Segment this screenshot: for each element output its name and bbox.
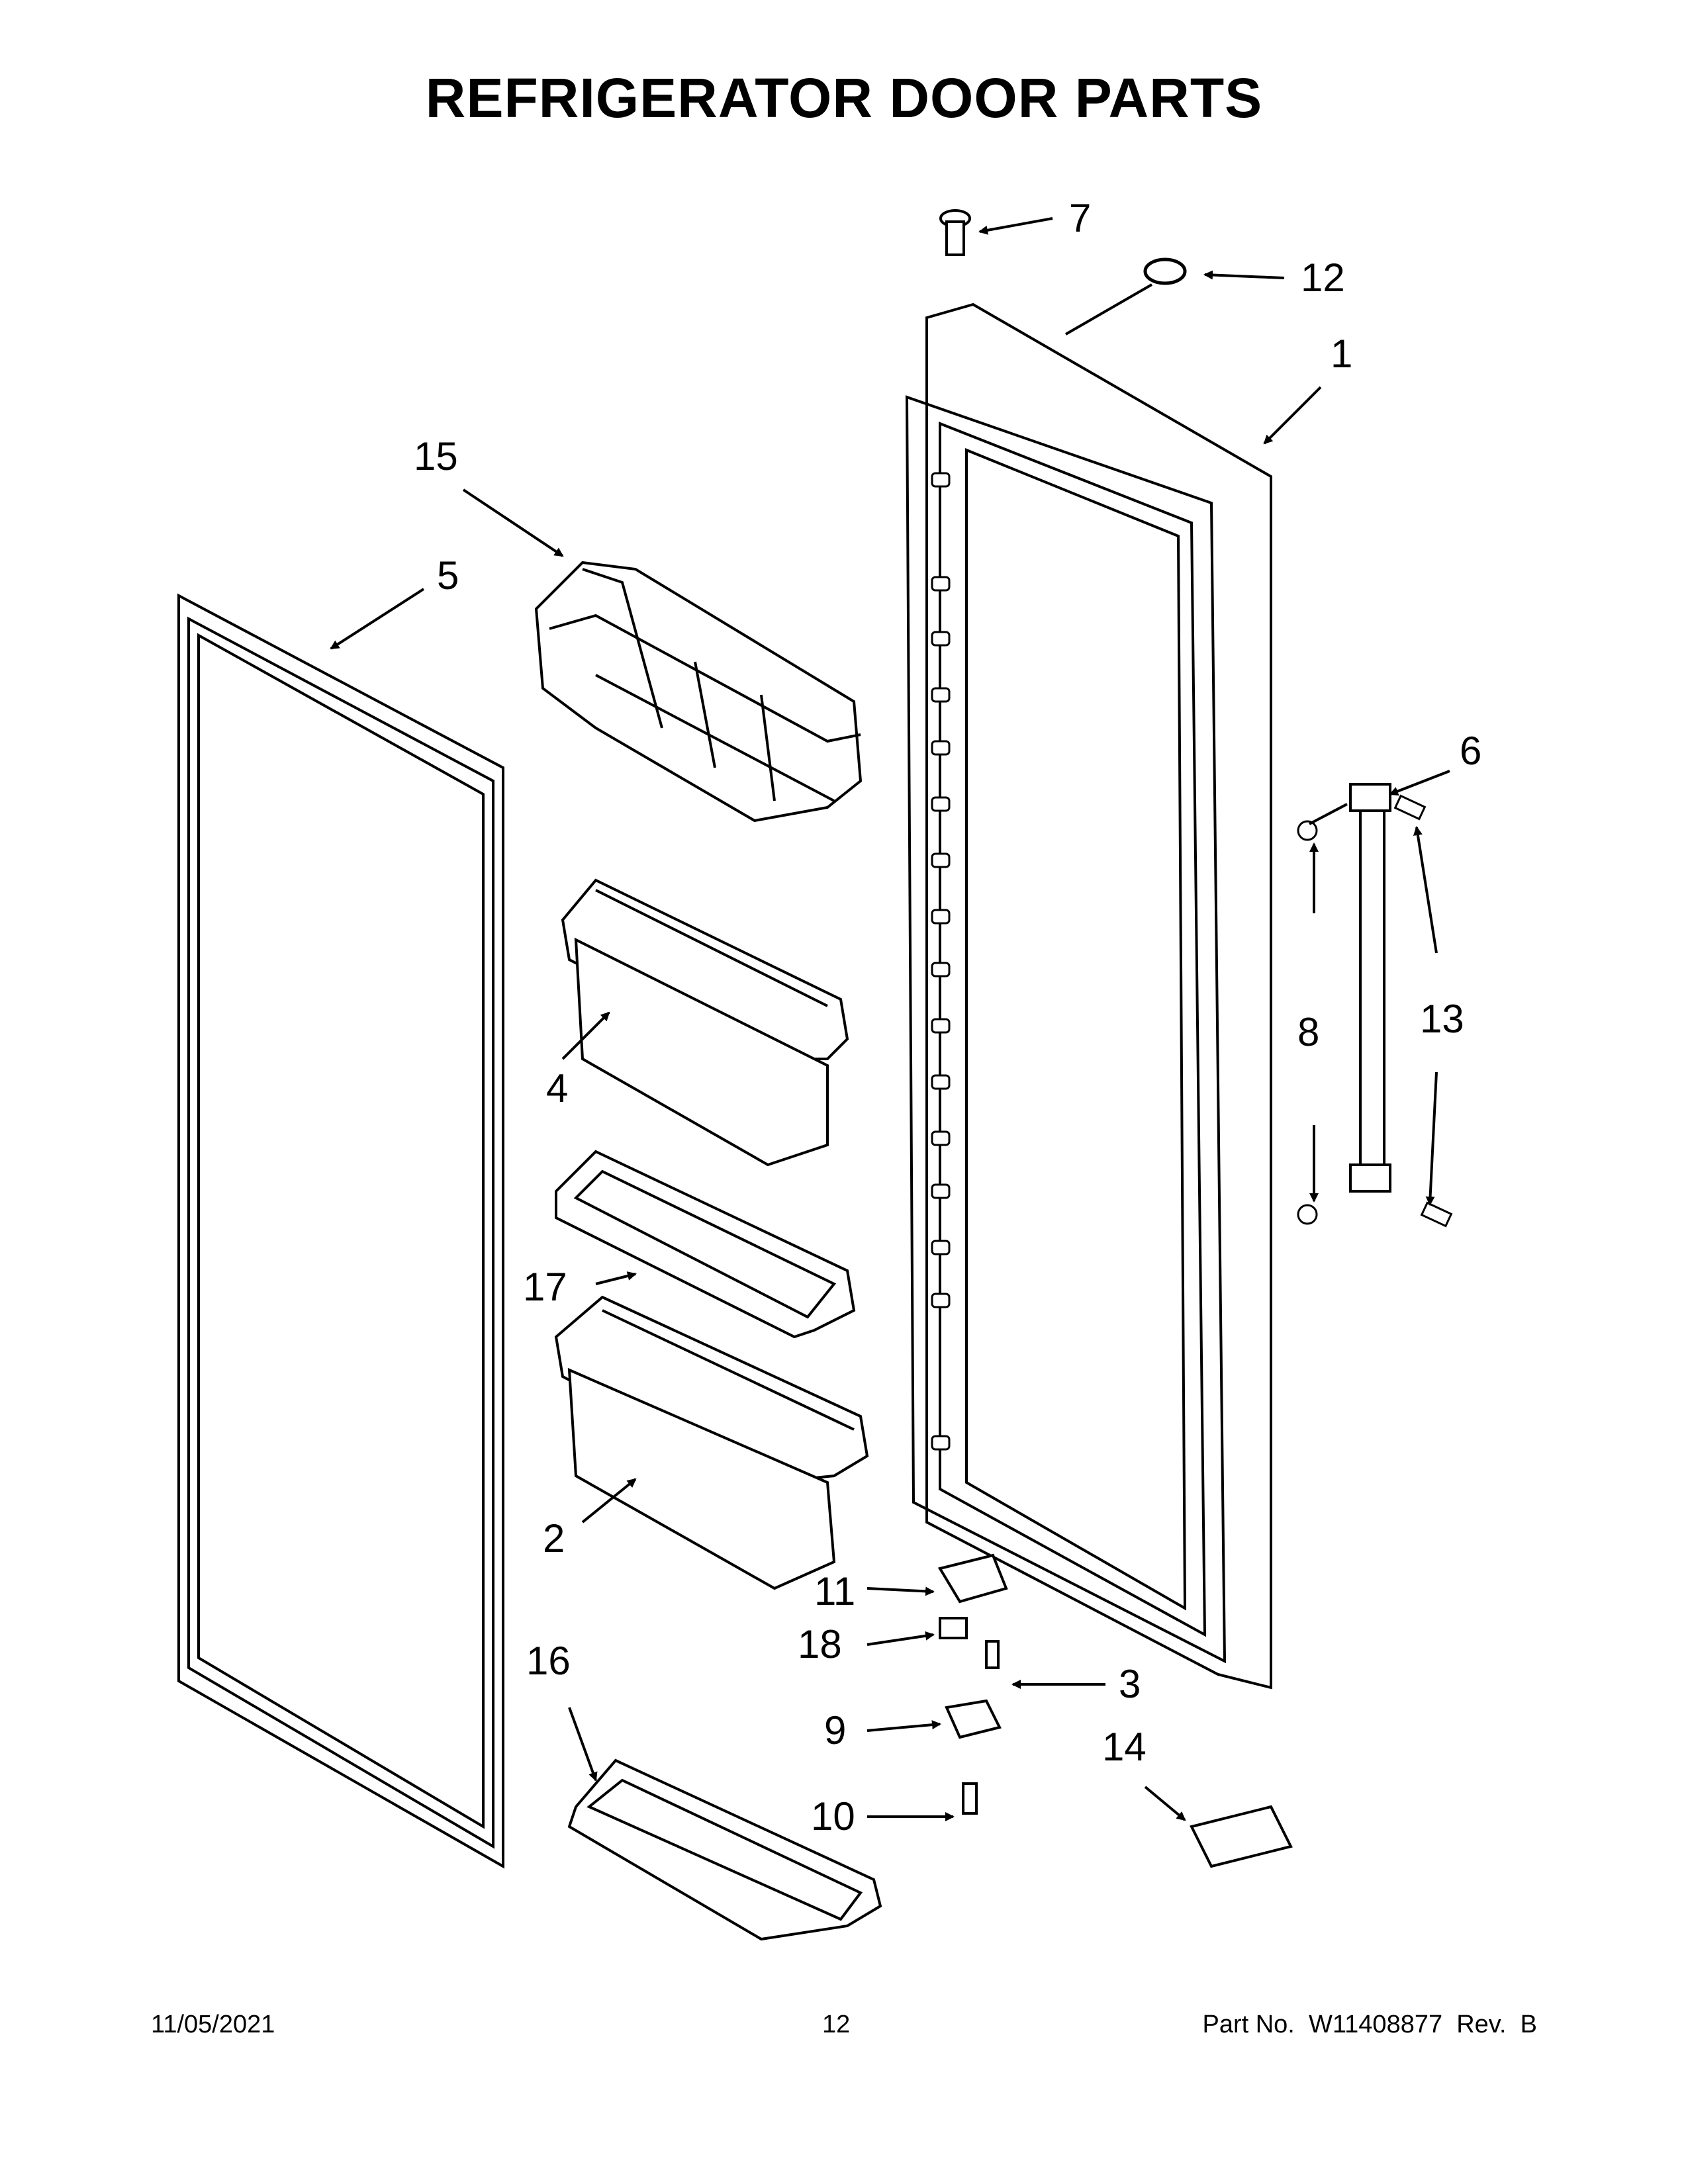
hinge-bushing-part[interactable] [939,209,971,256]
handle-stud-parts[interactable] [1297,820,1318,1225]
page-title: REFRIGERATOR DOOR PARTS [425,67,1263,129]
callout-12: 12 [1301,255,1345,300]
handle-part[interactable] [1349,783,1391,1193]
callout-18: 18 [798,1622,842,1666]
callout-6: 6 [1460,729,1481,773]
callout-17: 17 [523,1265,567,1309]
callout-1: 1 [1331,332,1352,376]
footer-page-number: 12 [822,2011,851,2038]
tray-part[interactable] [567,1758,882,1941]
door-bin-part-2[interactable] [554,1295,869,1590]
o-ring-leader-line [1065,283,1152,336]
callout-9: 9 [824,1708,846,1752]
footer-date: 11/05/2021 [151,2011,275,2038]
callout-10: 10 [811,1794,855,1839]
hinge-hardware-parts[interactable] [937,1553,1293,1868]
stud-leader-line [1309,803,1348,825]
callout-5: 5 [437,553,459,598]
callout-3: 3 [1119,1662,1141,1706]
callout-11: 11 [814,1569,855,1614]
callout-2: 2 [543,1516,565,1561]
refrigerator-door-part[interactable] [905,302,1272,1690]
door-gasket-part[interactable] [177,593,504,1869]
door-shelf-clips [931,472,951,1451]
o-ring-part[interactable] [1143,257,1187,285]
callout-14: 14 [1102,1725,1147,1769]
callout-7: 7 [1069,196,1091,240]
callout-8: 8 [1297,1010,1319,1054]
callout-13: 13 [1420,997,1464,1041]
callout-4: 4 [546,1066,568,1111]
bin-frame-part[interactable] [555,1150,856,1339]
dairy-compartment-part[interactable] [534,561,863,823]
footer-part-number: Part No. W11408877 Rev. B [1202,2011,1537,2038]
callout-16: 16 [526,1639,571,1683]
handle-screw-parts[interactable] [1393,794,1453,1228]
door-bin-part-4[interactable] [561,878,849,1167]
callout-arrows [330,217,1450,1821]
callout-15: 15 [414,434,458,478]
